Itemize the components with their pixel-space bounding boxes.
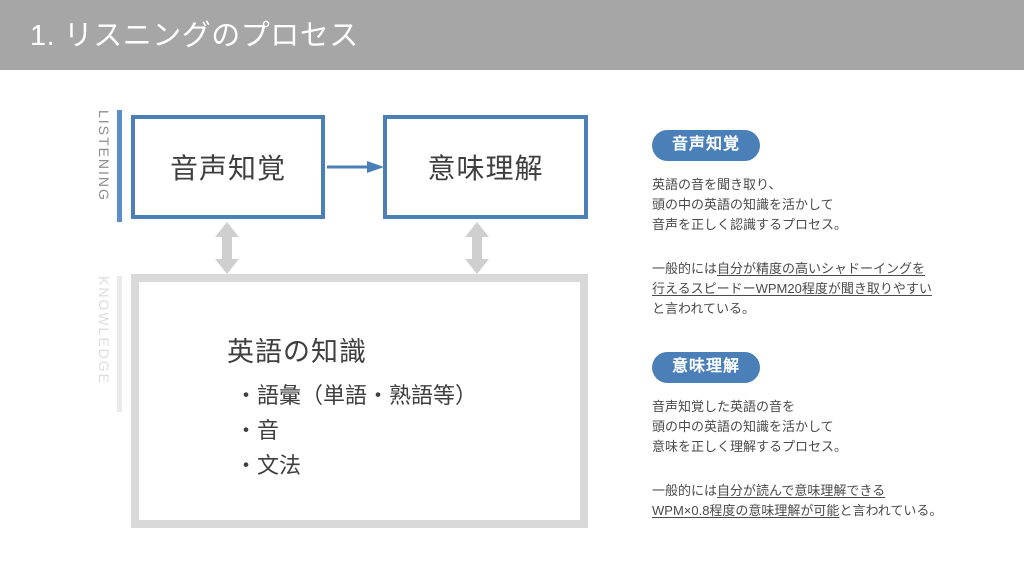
explanation-note-perception: 一般的には自分が精度の高いシャドーイングを行えるスピードーWPM20程度が聞き取… (652, 259, 1002, 319)
knowledge-title: 英語の知識 (227, 337, 367, 367)
status-badge-comprehension: 意味理解 (652, 352, 761, 383)
explanation-section-perception: 音声知覚 英語の音を聞き取り、 頭の中の英語の知識を活かして 音声を正しく認識す… (652, 130, 1002, 319)
desc-line: 頭の中の英語の知識を活かして (652, 197, 834, 212)
explanation-note-comprehension: 一般的には自分が読んで意味理解できる WPM×0.8程度の意味理解が可能と言われて… (652, 481, 1002, 521)
note-underlined-1: 自分が読んで意味理解できる (717, 483, 886, 498)
knowledge-box[interactable]: 英語の知識 語彙（単語・熟語等） 音 文法 (131, 274, 588, 528)
double-headed-vertical-arrow-icon-right (465, 222, 489, 274)
desc-line: 英語の音を聞き取り、 (652, 177, 782, 192)
double-headed-vertical-arrow-icon-left (215, 222, 239, 274)
note-prefix: 一般的には (652, 483, 718, 498)
desc-line: 頭の中の英語の知識を活かして (652, 419, 834, 434)
process-box-comprehension-label: 意味理解 (427, 153, 544, 184)
process-box-perception-label: 音声知覚 (169, 153, 286, 184)
list-item: 語彙（単語・熟語等） (235, 378, 477, 413)
note-underlined-1: 自分が精度の高いシャドーイングを (717, 261, 926, 276)
knowledge-accent-bar (117, 276, 122, 412)
header-bar (0, 0, 1024, 70)
arrow-right-icon (327, 161, 384, 173)
process-box-comprehension[interactable]: 意味理解 (383, 115, 588, 219)
explanation-description-comprehension: 音声知覚した英語の音を 頭の中の英語の知識を活かして 意味を正しく理解するプロセ… (652, 397, 1002, 457)
spacer (652, 457, 1002, 467)
desc-line: 音声を正しく認識するプロセス。 (652, 217, 848, 232)
spacer (652, 235, 1002, 245)
desc-line: 意味を正しく理解するプロセス。 (652, 439, 848, 454)
note-suffix: と言われている。 (652, 301, 755, 316)
note-suffix: と言われている。 (839, 503, 943, 518)
knowledge-list: 語彙（単語・熟語等） 音 文法 (235, 378, 477, 483)
process-box-perception[interactable]: 音声知覚 (131, 115, 325, 219)
list-item: 文法 (235, 448, 477, 483)
page-title: 1. リスニングのプロセス (30, 20, 359, 52)
note-underlined-2: 行えるスピードーWPM20程度が聞き取りやすい (652, 281, 932, 296)
desc-line: 音声知覚した英語の音を (652, 399, 796, 414)
list-item: 音 (235, 413, 477, 448)
status-badge-perception: 音声知覚 (652, 130, 761, 161)
note-underlined-2: WPM×0.8程度の意味理解が可能 (652, 503, 840, 518)
note-prefix: 一般的には (652, 261, 718, 276)
listening-accent-bar (117, 110, 122, 222)
explanation-section-comprehension: 意味理解 音声知覚した英語の音を 頭の中の英語の知識を活かして 意味を正しく理解… (652, 352, 1002, 521)
explanation-column: 音声知覚 英語の音を聞き取り、 頭の中の英語の知識を活かして 音声を正しく認識す… (652, 130, 1002, 521)
axis-label-knowledge: KNOWLEDGE (96, 276, 112, 386)
explanation-description-perception: 英語の音を聞き取り、 頭の中の英語の知識を活かして 音声を正しく認識するプロセス… (652, 175, 1002, 235)
axis-label-listening: LISTENING (96, 110, 112, 202)
